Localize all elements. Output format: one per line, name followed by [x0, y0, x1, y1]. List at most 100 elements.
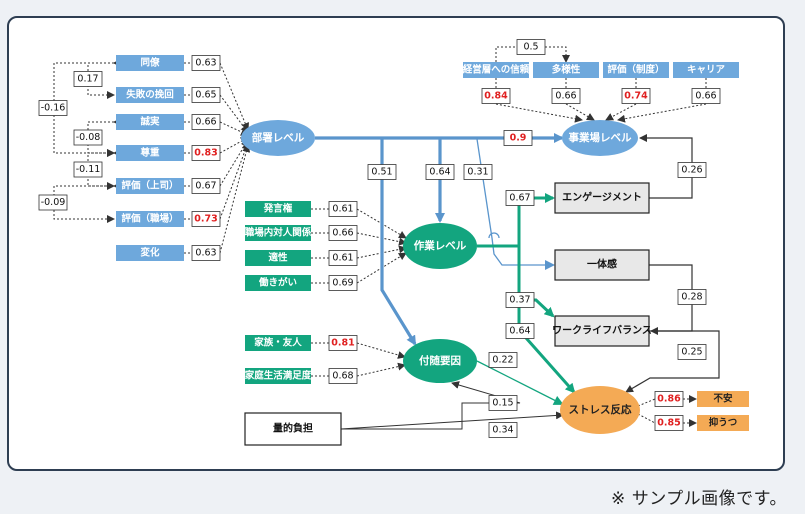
path-sagyo-stress-box — [505, 323, 535, 339]
corr-left-0-value-box — [38, 100, 68, 116]
work-item-value-1-box — [328, 225, 358, 241]
path-busho-down-box — [367, 164, 397, 180]
work-item-value-1: 0.66 — [332, 228, 353, 239]
left-item-1: 失敗の挽回 — [126, 89, 174, 101]
corr-left-1-value: 0.17 — [77, 74, 98, 85]
corr-left-3-value-box — [73, 161, 103, 178]
family-item-1: 家庭生活満足度 — [245, 370, 312, 382]
edge-top-1 — [565, 103, 595, 121]
top-item-value-3-box — [691, 88, 721, 104]
path-sagyo-engagement-box — [505, 190, 535, 206]
path-engagement-jigyo: 0.26 — [681, 165, 702, 176]
stress-item-1: 抑うつ — [709, 417, 738, 429]
left-item-value-6: 0.63 — [195, 248, 216, 259]
work-item-value-3: 0.69 — [332, 278, 353, 289]
top-item-0: 経営層への信頼 — [463, 64, 530, 76]
path-load-stress-box — [488, 422, 518, 438]
left-item-3: 尊重 — [140, 147, 160, 159]
latent-sagyo-shape — [403, 223, 477, 269]
corr-top-value: 0.5 — [523, 42, 538, 53]
top-item-value-3: 0.66 — [695, 91, 716, 102]
top-item-value-2: 0.74 — [624, 91, 648, 102]
corr-top-value-box — [516, 39, 546, 55]
family-item-value-1: 0.68 — [332, 371, 353, 382]
edge-crossing-hop — [488, 232, 500, 239]
outcome-wlb: ワークライフバランス — [552, 325, 652, 337]
work-item-value-0-box — [328, 201, 358, 217]
work-item-1: 職場内対人関係 — [245, 227, 312, 239]
corr-left-1-value-box — [73, 71, 103, 87]
work-item-value-3-box — [328, 275, 358, 291]
latent-busho: 部署レベル — [252, 131, 305, 144]
latent-stress: ストレス反応 — [569, 403, 632, 416]
top-item-value-1-box — [551, 88, 581, 104]
edge-left-0 — [219, 62, 249, 131]
left-item-0: 同僚 — [140, 57, 160, 69]
path-fuzui-stress: 0.22 — [492, 355, 513, 366]
stress-item-0: 不安 — [713, 393, 733, 405]
path-sagyo-wlb: 0.37 — [509, 295, 530, 306]
latent-fuzui-shape — [403, 339, 477, 383]
path-busho-sagyo: 0.64 — [429, 167, 450, 178]
family-item-0-box — [245, 335, 311, 351]
left-item-2: 誠実 — [140, 116, 160, 128]
edge-stress-link-1 — [637, 413, 656, 424]
outcome-load-box — [244, 412, 342, 446]
left-item-value-3: 0.83 — [194, 148, 217, 159]
left-item-value-0-box — [191, 55, 221, 71]
latent-busho-shape — [241, 120, 315, 156]
left-item-value-1: 0.65 — [195, 90, 216, 101]
top-item-value-0: 0.84 — [484, 91, 508, 102]
work-item-3: 働きがい — [258, 277, 297, 289]
left-item-value-2-box — [191, 114, 221, 130]
path-ittaikan-wlb-box — [677, 289, 707, 305]
left-item-value-3-box — [191, 145, 221, 161]
work-item-value-0: 0.61 — [332, 204, 353, 215]
path-ittaikan-wlb: 0.28 — [681, 292, 702, 303]
work-item-0: 発言権 — [263, 203, 293, 215]
edge-stress-link-0 — [637, 398, 656, 407]
labels-layer: -0.160.17-0.08-0.11-0.090.630.650.660.83… — [38, 39, 721, 438]
left-item-6-box — [116, 245, 184, 261]
outcome-load: 量的負担 — [273, 422, 313, 435]
work-item-3-box — [245, 275, 311, 291]
path-busho-ittaikan-box — [463, 164, 493, 180]
path-busho-sagyo-box — [425, 164, 455, 180]
family-item-1-box — [245, 368, 311, 384]
edge-family-1 — [356, 362, 406, 377]
outcome-wlb-box — [554, 315, 650, 347]
path-load-fuzui: 0.15 — [492, 398, 513, 409]
outcome-engagement: エンゲージメント — [562, 191, 642, 204]
edges-layer — [53, 46, 720, 430]
outcome-engagement-box — [554, 182, 650, 214]
stress-item-0-box — [697, 391, 749, 407]
edge-top-2 — [605, 103, 637, 121]
left-item-3-box — [116, 145, 184, 161]
latent-jigyo-shape — [562, 120, 638, 156]
top-item-2: 評価（制度） — [607, 64, 664, 76]
left-item-4: 評価（上司） — [121, 180, 178, 192]
latent-jigyo: 事業場レベル — [569, 131, 632, 144]
work-item-2-box — [245, 250, 311, 266]
work-item-0-box — [245, 201, 311, 217]
latent-sagyo: 作業レベル — [414, 239, 467, 252]
left-item-value-2: 0.66 — [195, 117, 216, 128]
left-item-1-box — [116, 87, 184, 103]
sample-caption: ※ サンプル画像です。 — [611, 489, 787, 509]
path-wlb-stress-box — [677, 344, 707, 360]
left-item-5-box — [116, 211, 184, 227]
left-item-5: 評価（職場） — [121, 213, 178, 225]
family-item-0: 家族・友人 — [254, 337, 302, 349]
left-item-value-5: 0.73 — [194, 214, 217, 225]
corr-left-4-value: -0.09 — [41, 197, 66, 208]
latent-stress-shape — [560, 386, 640, 434]
family-item-value-0: 0.81 — [331, 338, 354, 349]
stress-item-value-1-box — [654, 415, 684, 431]
path-busho-ittaikan: 0.31 — [467, 167, 488, 178]
top-item-1: 多様性 — [552, 64, 581, 76]
work-item-value-2: 0.61 — [332, 253, 353, 264]
path-engagement-jigyo-box — [677, 162, 707, 178]
left-item-6: 変化 — [140, 247, 160, 259]
